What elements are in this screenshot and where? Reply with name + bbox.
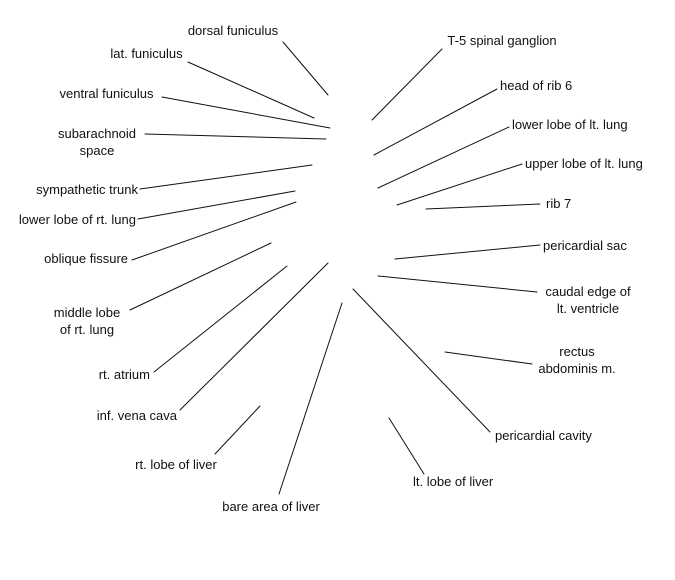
label-rib-7: rib 7 — [546, 196, 572, 211]
label-bare-area-liver: bare area of liver — [222, 499, 320, 514]
leader-line-subarachnoid-space — [144, 133, 327, 140]
label-pericardial-sac: pericardial sac — [543, 238, 627, 253]
leader-line-lower-lobe-rt-lung — [137, 190, 296, 220]
label-head-rib-6: head of rib 6 — [500, 78, 573, 93]
leader-line-t5-spinal-ganglion — [371, 48, 443, 121]
leader-line-upper-lobe-lt-lung — [396, 163, 523, 206]
label-inf-vena-cava: inf. vena cava — [96, 408, 177, 423]
label-rectus-abdominis: rectus abdominis m. — [538, 344, 616, 376]
leader-line-lower-lobe-lt-lung — [377, 126, 510, 189]
label-pericardial-cavity: pericardial cavity — [495, 428, 592, 443]
leader-line-ventral-funiculus — [161, 96, 331, 129]
label-caudal-edge-lt-ventricle: caudal edge of lt. ventricle — [545, 284, 631, 316]
leader-line-pericardial-sac — [394, 244, 541, 260]
label-lat-funiculus: lat. funiculus — [110, 46, 183, 61]
leader-line-rib-7 — [425, 203, 541, 210]
leader-line-inf-vena-cava — [179, 262, 329, 411]
leader-line-rt-lobe-liver — [214, 405, 261, 455]
leader-line-head-rib-6 — [373, 88, 498, 156]
label-lt-lobe-liver: lt. lobe of liver — [413, 474, 494, 489]
label-sympathetic-trunk: sympathetic trunk — [36, 182, 138, 197]
label-rt-lobe-liver: rt. lobe of liver — [135, 457, 217, 472]
label-rt-atrium: rt. atrium — [98, 367, 150, 382]
label-ventral-funiculus: ventral funiculus — [59, 86, 154, 101]
leader-line-rt-atrium — [153, 265, 288, 373]
leader-line-lat-funiculus — [187, 61, 315, 119]
leader-line-bare-area-liver — [278, 302, 343, 495]
label-middle-lobe-rt-lung: middle lobe of rt. lung — [53, 305, 121, 337]
label-subarachnoid-space: subarachnoid space — [57, 126, 137, 158]
label-lower-lobe-rt-lung: lower lobe of rt. lung — [18, 212, 136, 227]
leader-line-oblique-fissure — [131, 201, 297, 261]
label-upper-lobe-lt-lung: upper lobe of lt. lung — [525, 156, 643, 171]
leader-line-rectus-abdominis — [444, 351, 533, 365]
label-lower-lobe-lt-lung: lower lobe of lt. lung — [512, 117, 628, 132]
leader-line-pericardial-cavity — [352, 288, 491, 433]
leader-line-middle-lobe-rt-lung — [129, 242, 272, 311]
leader-line-lt-lobe-liver — [388, 417, 425, 475]
leader-line-caudal-edge-lt-ventricle — [377, 275, 538, 293]
label-dorsal-funiculus: dorsal funiculus — [187, 23, 279, 38]
leader-line-sympathetic-trunk — [139, 164, 313, 190]
label-oblique-fissure: oblique fissure — [44, 251, 128, 266]
label-t5-spinal-ganglion: T-5 spinal ganglion — [447, 33, 557, 48]
leader-line-dorsal-funiculus — [282, 41, 329, 96]
